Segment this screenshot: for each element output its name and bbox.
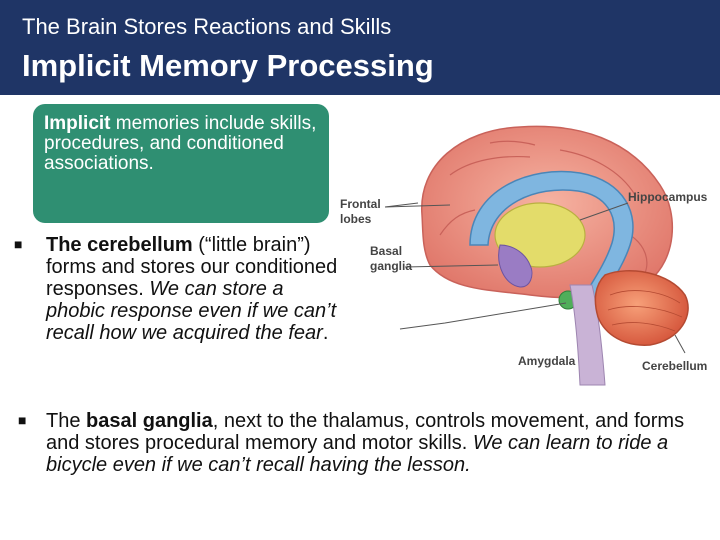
callout-text: Implicit memories include skills, proced… (44, 114, 326, 174)
bullet-cerebellum-term: The cerebellum (46, 234, 193, 256)
leader-lines (384, 202, 686, 354)
bullet-basal-italic: We can learn to ride a bicycle even if w… (46, 432, 669, 476)
callout-lead: Implicit (44, 113, 111, 134)
bullet-cerebellum: ■ The cerebellum (“little brain”) forms … (14, 234, 346, 344)
bullet-square-icon: ■ (14, 236, 23, 252)
bullet-basal-ganglia: ■ The basal ganglia, next to the thalamu… (18, 410, 686, 476)
label-frontal-lobes-1: Frontal (340, 197, 381, 211)
definition-callout: Implicit memories include skills, proced… (33, 104, 329, 223)
basal-ganglia-shape (498, 244, 533, 288)
label-frontal-lobes-2: lobes (340, 212, 372, 226)
bullet-basal-text: , next to the thalamus, controls movemen… (46, 410, 685, 454)
cerebellum-shape (594, 270, 689, 346)
label-hippocampus: Hippocampus (628, 190, 708, 204)
label-basal-ganglia-1: Basal (370, 244, 402, 258)
cerebellum-folia (607, 290, 683, 332)
bullet-basal-pre: The (46, 410, 87, 432)
label-amygdala: Amygdala (518, 354, 576, 368)
slide-title: Implicit Memory Processing (22, 48, 434, 83)
slide-subtitle: The Brain Stores Reactions and Skills (22, 14, 392, 39)
callout-rest: memories include skills, procedures, and… (44, 113, 317, 174)
title-bar: The Brain Stores Reactions and Skills Im… (0, 0, 720, 95)
bullet-square-icon: ■ (18, 412, 27, 428)
brain-diagram: Frontal lobes Hippocampus Basal ganglia … (340, 125, 708, 386)
label-cerebellum: Cerebellum (642, 359, 707, 373)
label-basal-ganglia-2: ganglia (370, 259, 412, 273)
gyri-lines (439, 140, 648, 274)
bullet-cerebellum-end: . (322, 322, 329, 344)
bullet-cerebellum-text: (“little brain”) forms and stores our co… (46, 234, 338, 300)
bullet-cerebellum-italic: We can store a phobic response even if w… (46, 278, 337, 344)
bullet-basal-term: basal ganglia (86, 410, 213, 432)
